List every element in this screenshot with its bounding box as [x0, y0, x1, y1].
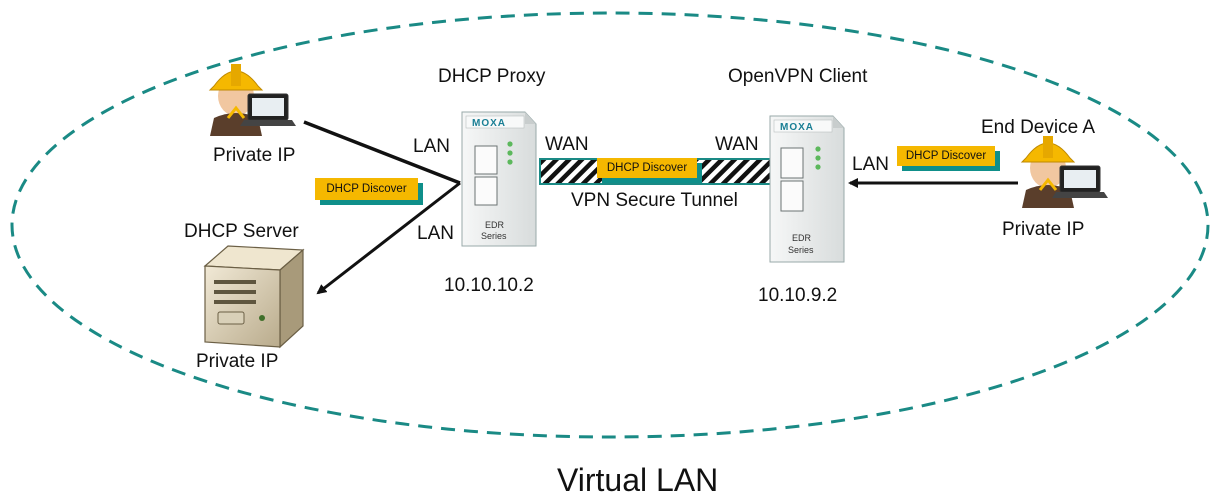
vpn-tunnel-label: VPN Secure Tunnel	[571, 190, 738, 211]
device-series-label: Series	[788, 245, 814, 255]
worker-with-laptop-icon[interactable]	[208, 64, 296, 136]
status-led	[815, 146, 821, 152]
dhcp-server-private-ip-label: Private IP	[196, 351, 279, 372]
end-device-title: End Device A	[981, 117, 1096, 138]
dhcp-proxy-ip: 10.10.10.2	[444, 275, 534, 296]
openvpn-client-ip: 10.10.9.2	[758, 285, 838, 306]
status-led	[507, 159, 513, 165]
openvpn-client-title: OpenVPN Client	[728, 66, 868, 87]
moxa-logo: MOXA	[472, 118, 506, 129]
worker-with-laptop-icon[interactable]	[1020, 136, 1108, 208]
link-proxy-to-dhcp-server	[316, 181, 461, 295]
device-series-label: Series	[481, 231, 507, 241]
client-wan-label: WAN	[715, 134, 759, 155]
link-left-user-to-proxy	[303, 120, 461, 185]
dhcp-discover-tag-right: DHCP Discover	[897, 146, 1000, 171]
end-device-private-ip-label: Private IP	[1002, 219, 1085, 240]
server-tower-icon[interactable]	[203, 245, 305, 349]
openvpn-client-device[interactable]	[769, 115, 845, 263]
dhcp-proxy-title: DHCP Proxy	[438, 66, 546, 87]
dhcp-discover-tag-tunnel: DHCP Discover	[597, 158, 702, 183]
device-model-label: EDR	[485, 220, 505, 230]
left-user-private-ip-label: Private IP	[213, 145, 296, 166]
moxa-logo: MOXA	[780, 122, 814, 133]
dhcp-server-title: DHCP Server	[184, 221, 299, 242]
status-led	[815, 155, 821, 161]
proxy-wan-label: WAN	[545, 134, 589, 155]
proxy-lan-bottom-label: LAN	[417, 223, 454, 244]
virtual-lan-title: Virtual LAN	[557, 462, 719, 498]
virtual-lan-boundary	[10, 11, 1210, 439]
status-led	[815, 164, 821, 170]
status-led	[507, 141, 513, 147]
dhcp-discover-tag-left: DHCP Discover	[315, 178, 423, 205]
device-model-label: EDR	[792, 233, 812, 243]
dhcp-proxy-device[interactable]	[461, 111, 537, 247]
status-led	[507, 150, 513, 156]
client-lan-label: LAN	[852, 154, 889, 175]
proxy-lan-top-label: LAN	[413, 136, 450, 157]
